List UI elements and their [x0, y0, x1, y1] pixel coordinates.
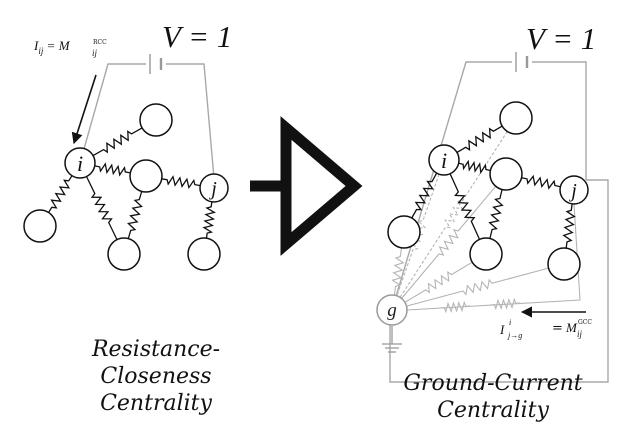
- left-caption-line-2: Closeness: [100, 364, 212, 389]
- right-node-j: [559, 175, 589, 205]
- left-resistor-i-bm: [85, 176, 118, 240]
- ground-resistor-br: [406, 267, 549, 307]
- left-battery-wire-right: [166, 63, 215, 179]
- right-current-lhs: I: [499, 322, 505, 337]
- right-voltage-label: V = 1: [526, 21, 596, 56]
- ground-resistor-bl: [391, 247, 405, 296]
- left-resistor-c-j: [161, 175, 201, 190]
- right-current-lhs-sub: j→g: [507, 331, 522, 340]
- arrow-triangle: [280, 116, 363, 256]
- left-resistor-edges: [48, 127, 216, 240]
- ground-resistor-j-1: [439, 300, 471, 314]
- left-current-formula: Iij= M: [33, 38, 71, 56]
- left-caption-line-1: Resistance-: [91, 337, 221, 362]
- left-node-j: [199, 173, 229, 203]
- right-node-bottom-mid: [469, 237, 503, 271]
- right-node-g: [376, 294, 408, 326]
- left-node-bottom-left: [23, 209, 57, 243]
- right-node-g-label: g: [387, 300, 397, 321]
- left-node-j-label: j: [208, 178, 217, 200]
- transformation-arrow: [250, 116, 363, 256]
- left-resistor-i-top: [92, 127, 143, 157]
- right-current-rhs-sub: ij: [577, 329, 583, 339]
- right-ground-resistor-edges: [391, 131, 581, 314]
- right-battery-wire: [391, 61, 512, 311]
- right-resistor-i-top: [456, 125, 503, 153]
- right-node-i: [428, 144, 460, 176]
- right-panel: i j g V = 1 I i j→g = M GCC ij: [376, 21, 609, 383]
- left-current-equals: =: [47, 38, 54, 53]
- right-current-rhs-sup: GCC: [578, 319, 592, 326]
- left-voltage-label: V = 1: [162, 19, 232, 54]
- right-caption: Ground-Current Centrality: [370, 370, 616, 424]
- right-outer-wire: [389, 179, 609, 383]
- right-current-equals: =: [552, 321, 563, 336]
- ground-resistor-bm: [404, 261, 473, 303]
- left-node-i: [64, 147, 96, 179]
- ground-resistor-i: [396, 174, 440, 296]
- left-resistor-i-c: [94, 162, 131, 177]
- left-resistor-c-bm: [127, 191, 143, 239]
- right-node-j-label: j: [568, 180, 577, 202]
- right-resistor-i-bl: [411, 172, 438, 219]
- left-node-center: [129, 159, 163, 193]
- right-resistor-j-br: [562, 203, 576, 249]
- left-current-arrow: [71, 74, 97, 145]
- right-resistor-i-c: [458, 159, 491, 175]
- left-current-lhs: I: [33, 38, 39, 53]
- right-resistor-edges: [411, 125, 576, 249]
- left-battery-wire: [79, 63, 146, 164]
- left-node-top: [139, 103, 173, 137]
- right-battery-wire-right: [532, 61, 587, 180]
- ground-resistor-c: [401, 185, 497, 299]
- right-resistor-c-j: [521, 174, 561, 190]
- left-current-rhs-sup: RCC: [93, 39, 107, 46]
- left-current-rhs: M: [58, 38, 71, 53]
- right-caption-line-2: Centrality: [437, 398, 549, 423]
- left-node-bottom-right: [187, 237, 221, 271]
- right-node-i-label: i: [441, 148, 447, 173]
- left-resistor-j-br: [202, 201, 216, 239]
- ground-resistor-j-2: [489, 297, 521, 311]
- right-resistor-i-bm: [449, 173, 481, 240]
- left-current-lhs-sub: ij: [38, 46, 44, 56]
- right-caption-line-1: Ground-Current: [403, 371, 583, 396]
- left-current-rhs-sub: ij: [92, 48, 98, 58]
- right-node-top: [499, 101, 533, 135]
- left-panel: i j V = 1 Iij=M RCC ij: [23, 19, 232, 271]
- right-current-lhs-sup: i: [509, 318, 511, 327]
- left-caption-line-3: Centrality: [100, 391, 212, 416]
- right-node-bottom-left: [387, 215, 421, 249]
- right-node-center: [489, 157, 523, 191]
- left-node-bottom-mid: [107, 237, 141, 271]
- right-current-rhs: M: [565, 320, 578, 335]
- right-node-bottom-right: [547, 247, 581, 281]
- left-resistor-i-bl: [48, 175, 73, 213]
- ground-wire-j: [406, 203, 581, 311]
- left-caption: Resistance- Closeness Centrality: [36, 336, 276, 417]
- ground-resistor-top: [399, 131, 508, 298]
- right-resistor-c-bm: [488, 189, 504, 239]
- left-node-i-label: i: [77, 151, 83, 176]
